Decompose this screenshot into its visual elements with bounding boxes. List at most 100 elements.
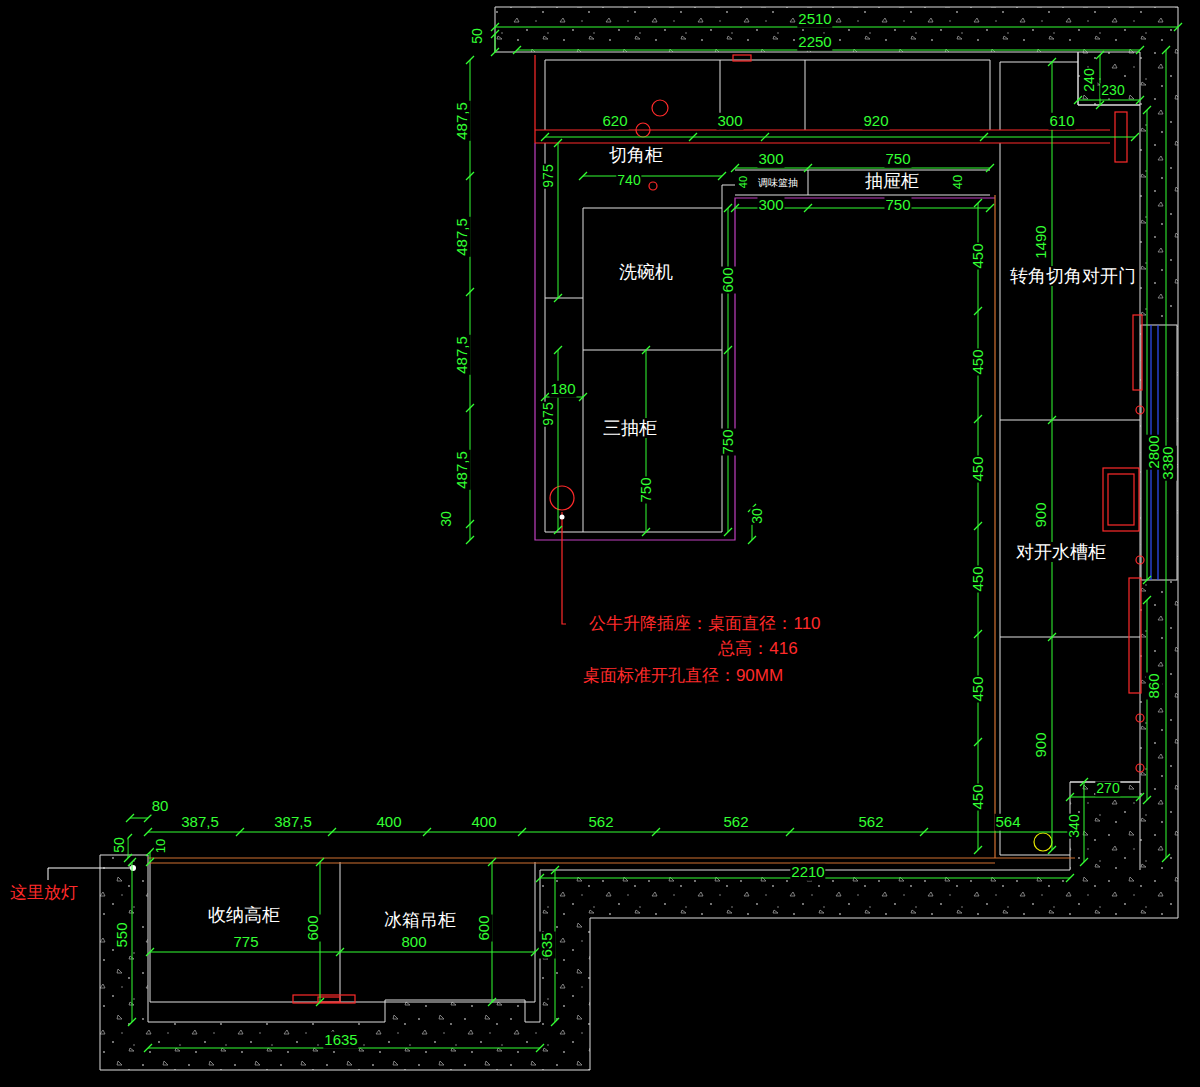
dimension-label: 900: [1033, 731, 1050, 758]
dimension-label: 487,5: [454, 101, 471, 141]
dimension-label: 1635: [323, 1032, 358, 1049]
dimension-line: [646, 350, 647, 532]
fixture-symbol: [293, 995, 355, 1003]
outlet-dot: [1136, 556, 1144, 564]
dimension-label: 300: [757, 197, 784, 214]
fixture-symbol: [1108, 474, 1134, 525]
dimension-label: 2250: [797, 34, 832, 51]
dimension-label: 635: [539, 931, 556, 958]
dimension-label: 2210: [790, 864, 825, 881]
dimension-line: [1147, 600, 1148, 800]
socket-circle: [550, 486, 574, 510]
dimension-label: 450: [970, 675, 987, 702]
dimension-label: 740: [616, 173, 641, 188]
dimension-label: 387,5: [180, 814, 220, 831]
dimension-label: 230: [1100, 83, 1125, 98]
dimension-label: 10: [154, 838, 168, 854]
cabinet-box: 对开水槽柜: [1009, 539, 1113, 566]
cabinet-box: 转角切角对开门: [1003, 263, 1143, 290]
dimension-label: 487,5: [454, 450, 471, 490]
dimension-label: 610: [1048, 113, 1075, 130]
counter-edge: [148, 195, 1075, 863]
note-text: 公牛升降插座：桌面直径：110: [588, 615, 821, 634]
cabinet-name: 切角柜: [607, 145, 665, 166]
dimension-label: 450: [970, 455, 987, 482]
dimension-label: 750: [638, 476, 655, 503]
fixture-symbols: [293, 55, 1144, 1003]
fixture-symbol: [733, 55, 751, 61]
dimension-label: 975: [541, 163, 556, 188]
island-outline: [535, 143, 995, 540]
dimension-label: 900: [1033, 501, 1050, 528]
dimension-label: 调味篮抽: [757, 177, 799, 188]
dimension-label: 562: [857, 814, 884, 831]
dimension-label: 450: [970, 565, 987, 592]
dimension-line: [728, 208, 729, 532]
dimension-label: 270: [1095, 781, 1120, 796]
fixture-symbol: [1103, 468, 1139, 531]
dimension-label: 550: [114, 921, 131, 948]
wall-column: [1070, 52, 1140, 870]
dimension-label: 487,5: [454, 217, 471, 257]
countertop-line: [535, 55, 1110, 143]
dimension-line: [545, 137, 1135, 138]
dimension-label: 30: [439, 510, 454, 528]
dimension-label: 1490: [1033, 224, 1050, 259]
note-text: 这里放灯: [9, 884, 79, 903]
dimension-line: [558, 143, 559, 298]
fixture-symbol: [1133, 315, 1142, 390]
window-opening: [1141, 325, 1177, 580]
dimension-line: [1052, 62, 1053, 850]
fixture-symbol: [318, 997, 340, 1002]
dimension-label: 2510: [797, 11, 832, 28]
dimension-line: [583, 176, 722, 177]
drain-circle: [1034, 833, 1052, 851]
dimension-line: [148, 832, 1075, 833]
dimension-line: [495, 27, 1178, 28]
dimension-label: 40: [737, 175, 749, 189]
dimension-line: [558, 350, 559, 530]
dimension-label: 564: [994, 814, 1021, 831]
dimension-label: 50: [470, 27, 485, 45]
dimension-label: 860: [1146, 672, 1163, 699]
dimension-label: 400: [375, 814, 402, 831]
dimension-label: 600: [476, 914, 493, 941]
dimension-label: 80: [151, 798, 170, 815]
dimension-label: 50: [112, 836, 127, 854]
dimension-label: 620: [601, 113, 628, 130]
dimension-label: 750: [884, 151, 911, 168]
dimension-line: [130, 818, 148, 819]
dimension-label: 920: [862, 113, 889, 130]
dimension-line: [1147, 110, 1148, 580]
dimension-label: 180: [549, 381, 576, 398]
dimension-label: 600: [305, 914, 322, 941]
cabinet-box: 抽屉柜: [858, 168, 926, 195]
outlet-dot: [1136, 764, 1144, 772]
pipe-circle: [649, 182, 657, 190]
cabinet-name: 抽屉柜: [863, 171, 921, 192]
leader-line: [562, 512, 566, 624]
socket-center: [560, 515, 565, 520]
dimension-label: 450: [970, 348, 987, 375]
dimension-label: 562: [587, 814, 614, 831]
lamp-point: [130, 865, 136, 871]
leader-line: [48, 868, 130, 880]
dimension-line: [1078, 100, 1140, 101]
cabinet-box: 洗碗机: [612, 259, 680, 286]
dimension-label: 562: [722, 814, 749, 831]
dimension-label: 750: [720, 428, 737, 455]
cabinet-box: 冰箱吊柜: [377, 907, 463, 934]
dimension-label: 775: [232, 934, 259, 951]
dimension-label: 450: [970, 783, 987, 810]
dimension-label: 340: [1067, 813, 1082, 838]
dimension-label: 600: [720, 266, 737, 293]
dimension-label: 387,5: [273, 814, 313, 831]
dimension-label: 300: [757, 151, 784, 168]
cabinet-name: 三抽柜: [601, 418, 659, 439]
cabinet-outline: [150, 60, 1140, 1002]
outlet-dot: [1136, 714, 1144, 722]
dimension-line: [495, 34, 496, 52]
cabinet-name: 收纳高柜: [206, 905, 282, 926]
dimension-label: 400: [470, 814, 497, 831]
